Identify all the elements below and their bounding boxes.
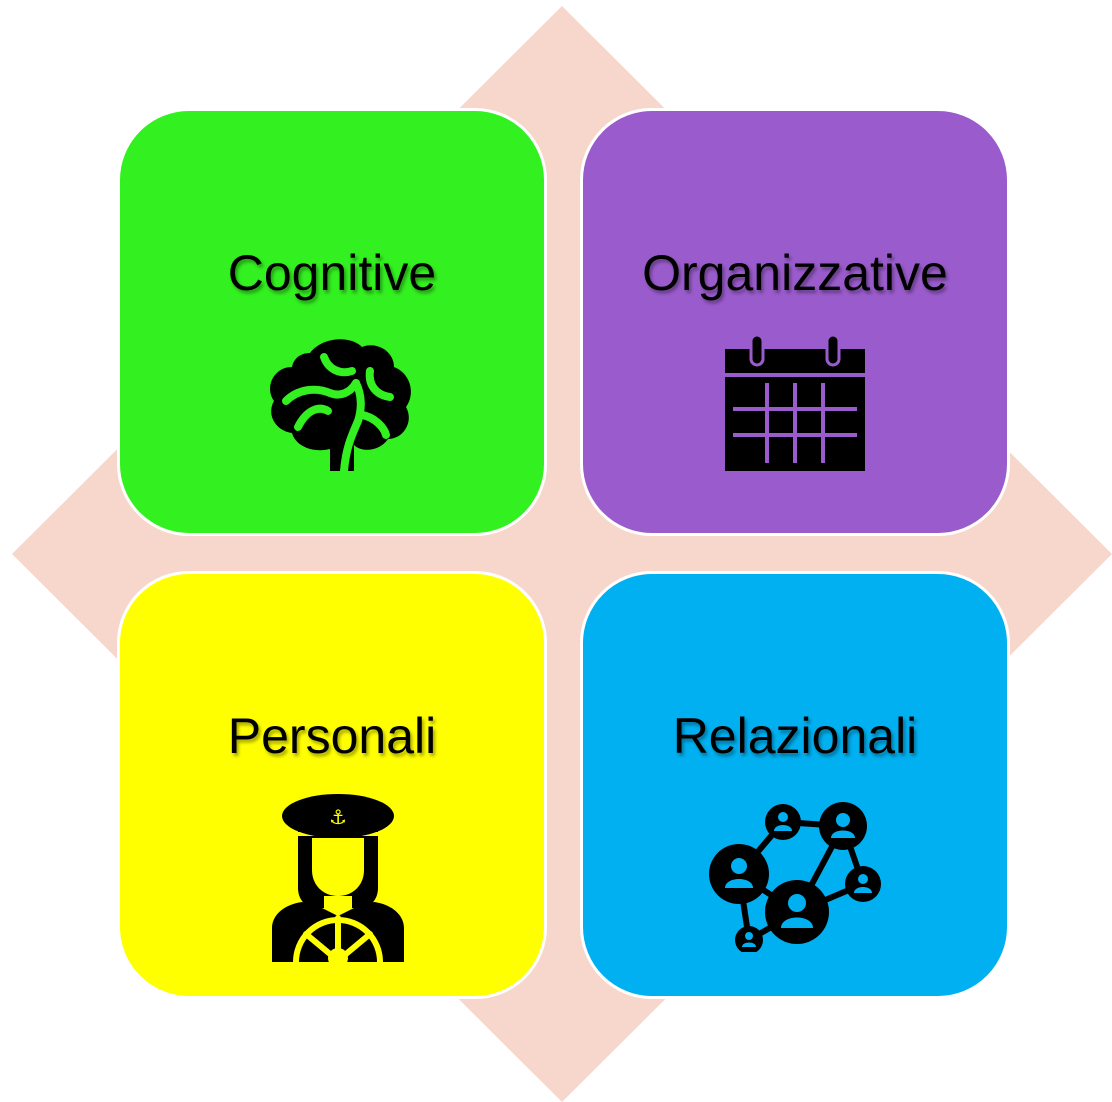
tile-label: Cognitive [227,245,437,301]
tile-cognitive: Cognitive [117,108,547,536]
tile-label: Relazionali [672,708,918,764]
captain-icon: ⚓ [272,794,404,962]
tile-personali: Personali ⚓ [117,571,547,999]
tile-relazionali: Relazionali [580,571,1010,999]
svg-text:⚓: ⚓ [329,805,347,829]
tile-label: Organizzative [642,245,948,301]
tile-label: Personali [227,708,437,764]
calendar-icon [725,335,865,471]
brain-icon [270,339,411,471]
tile-organizzative: Organizzative [580,108,1010,536]
network-icon [709,802,881,952]
